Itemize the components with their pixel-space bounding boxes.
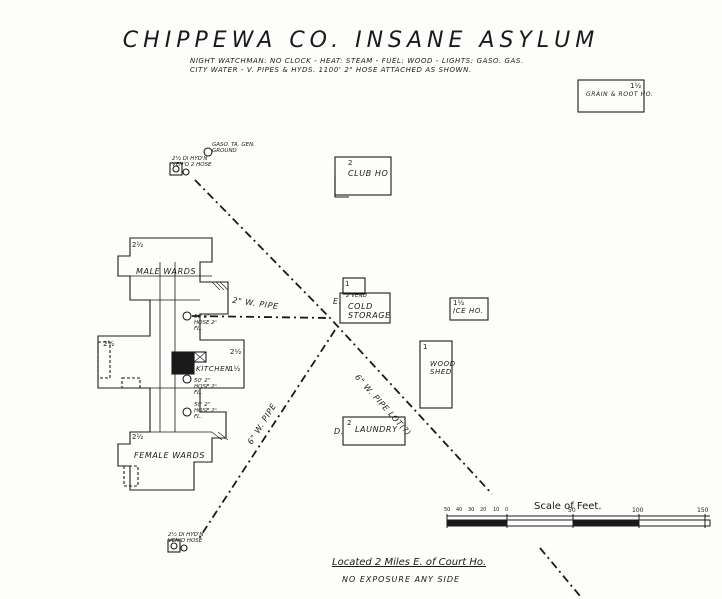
wood-shed bbox=[419, 340, 453, 409]
scale-tick-10: 10 bbox=[493, 507, 500, 513]
hose-note-3: 50' 2" Hose 2ⁿ Fl. bbox=[194, 402, 217, 421]
water-pipe-6in-north bbox=[194, 179, 493, 495]
cold-storage-stories-a: 1 bbox=[345, 280, 350, 288]
map-note-line2: City Water - V. Pipes & Hyds. 1100' 2" H… bbox=[190, 66, 472, 74]
scale-tick-100: 100 bbox=[632, 507, 644, 514]
cold-storage-upper: 2 Vend bbox=[346, 293, 367, 299]
grain-root-label: Grain & Root Ho. bbox=[586, 91, 654, 98]
water-pipe-extension bbox=[539, 547, 581, 597]
female-wards-label: Female Wards bbox=[134, 451, 206, 460]
hydrant-north bbox=[169, 162, 183, 176]
scale-tick-150: 150 bbox=[697, 507, 709, 514]
female-wards-stories: 2½ bbox=[132, 433, 144, 441]
boiler-block bbox=[171, 351, 195, 375]
location-note: Located 2 Miles E. of Court Ho. bbox=[332, 557, 487, 568]
ice-stories: 1½ bbox=[453, 299, 465, 307]
club-label: Club Ho bbox=[348, 169, 389, 178]
hose-reel-3 bbox=[182, 407, 192, 417]
map-title: Chippewa Co. Insane Asylum bbox=[122, 28, 600, 53]
hose-note-2: 50' 2" Hose 2ⁿ Fl. bbox=[194, 378, 217, 397]
cold-storage-label: Cold Storage bbox=[348, 302, 391, 320]
cold-storage-front bbox=[342, 277, 366, 295]
ice-label: Ice Ho. bbox=[453, 307, 484, 315]
kitchen-stories: 2½ bbox=[230, 348, 242, 356]
scale-tick-50: 50 bbox=[568, 507, 576, 514]
exposure-note: No Exposure Any Side bbox=[342, 575, 461, 584]
gas-generator-icon bbox=[203, 147, 213, 157]
wood-shed-stories: 1 bbox=[423, 343, 428, 351]
gas-generator-note: Gaso. Ta. Gen. Ground bbox=[212, 142, 255, 155]
hydrant-north-note: 2½ Di Hyd'n Ven'd 2 Hose bbox=[172, 156, 212, 169]
laundry-stories: 2 bbox=[347, 419, 352, 427]
hydrant-south-note: 2½ Di Hyd'n Ven'd Hose bbox=[168, 532, 204, 545]
scale-tick-20: 20 bbox=[480, 507, 487, 513]
club-stories: 2 bbox=[348, 159, 353, 167]
scale-tick-40: 40 bbox=[456, 507, 463, 513]
water-pipe-6in-south bbox=[197, 329, 336, 541]
grain-root-house bbox=[577, 79, 645, 113]
center-stories-left: 2½ bbox=[103, 340, 115, 348]
laundry bbox=[342, 416, 406, 446]
scale-title: Scale of Feet. bbox=[534, 501, 602, 512]
scale-tick-50-left: 50 bbox=[444, 507, 451, 513]
hose-note-1: 50' 2" Hose 2ⁿ Fl. bbox=[194, 314, 217, 333]
map-note-line1: Night Watchman: No Clock - Heat: Steam -… bbox=[190, 57, 524, 65]
male-wards-stories: 2½ bbox=[132, 241, 144, 249]
scale-tick-0: 0 bbox=[505, 507, 509, 513]
male-wards-label: Male Wards bbox=[136, 267, 197, 276]
cold-storage-letter: E. bbox=[333, 297, 342, 306]
wood-shed-label: Wood Shed bbox=[430, 360, 456, 377]
ice-house bbox=[449, 297, 489, 321]
kitchen-label: Kitchen bbox=[196, 365, 231, 373]
hose-reel-1 bbox=[182, 311, 192, 321]
scale-tick-30: 30 bbox=[468, 507, 475, 513]
laundry-label: Laundry bbox=[355, 425, 398, 434]
hydrant-south bbox=[167, 539, 181, 553]
hose-reel-2 bbox=[182, 374, 192, 384]
kitchen-side-stories: 1½ bbox=[229, 365, 241, 373]
water-pipe-2in bbox=[191, 315, 331, 319]
laundry-letter: D. bbox=[334, 427, 344, 436]
grain-root-stories: 1½ bbox=[630, 82, 642, 90]
scale-bar bbox=[446, 514, 711, 528]
cold-storage-building bbox=[339, 292, 391, 324]
